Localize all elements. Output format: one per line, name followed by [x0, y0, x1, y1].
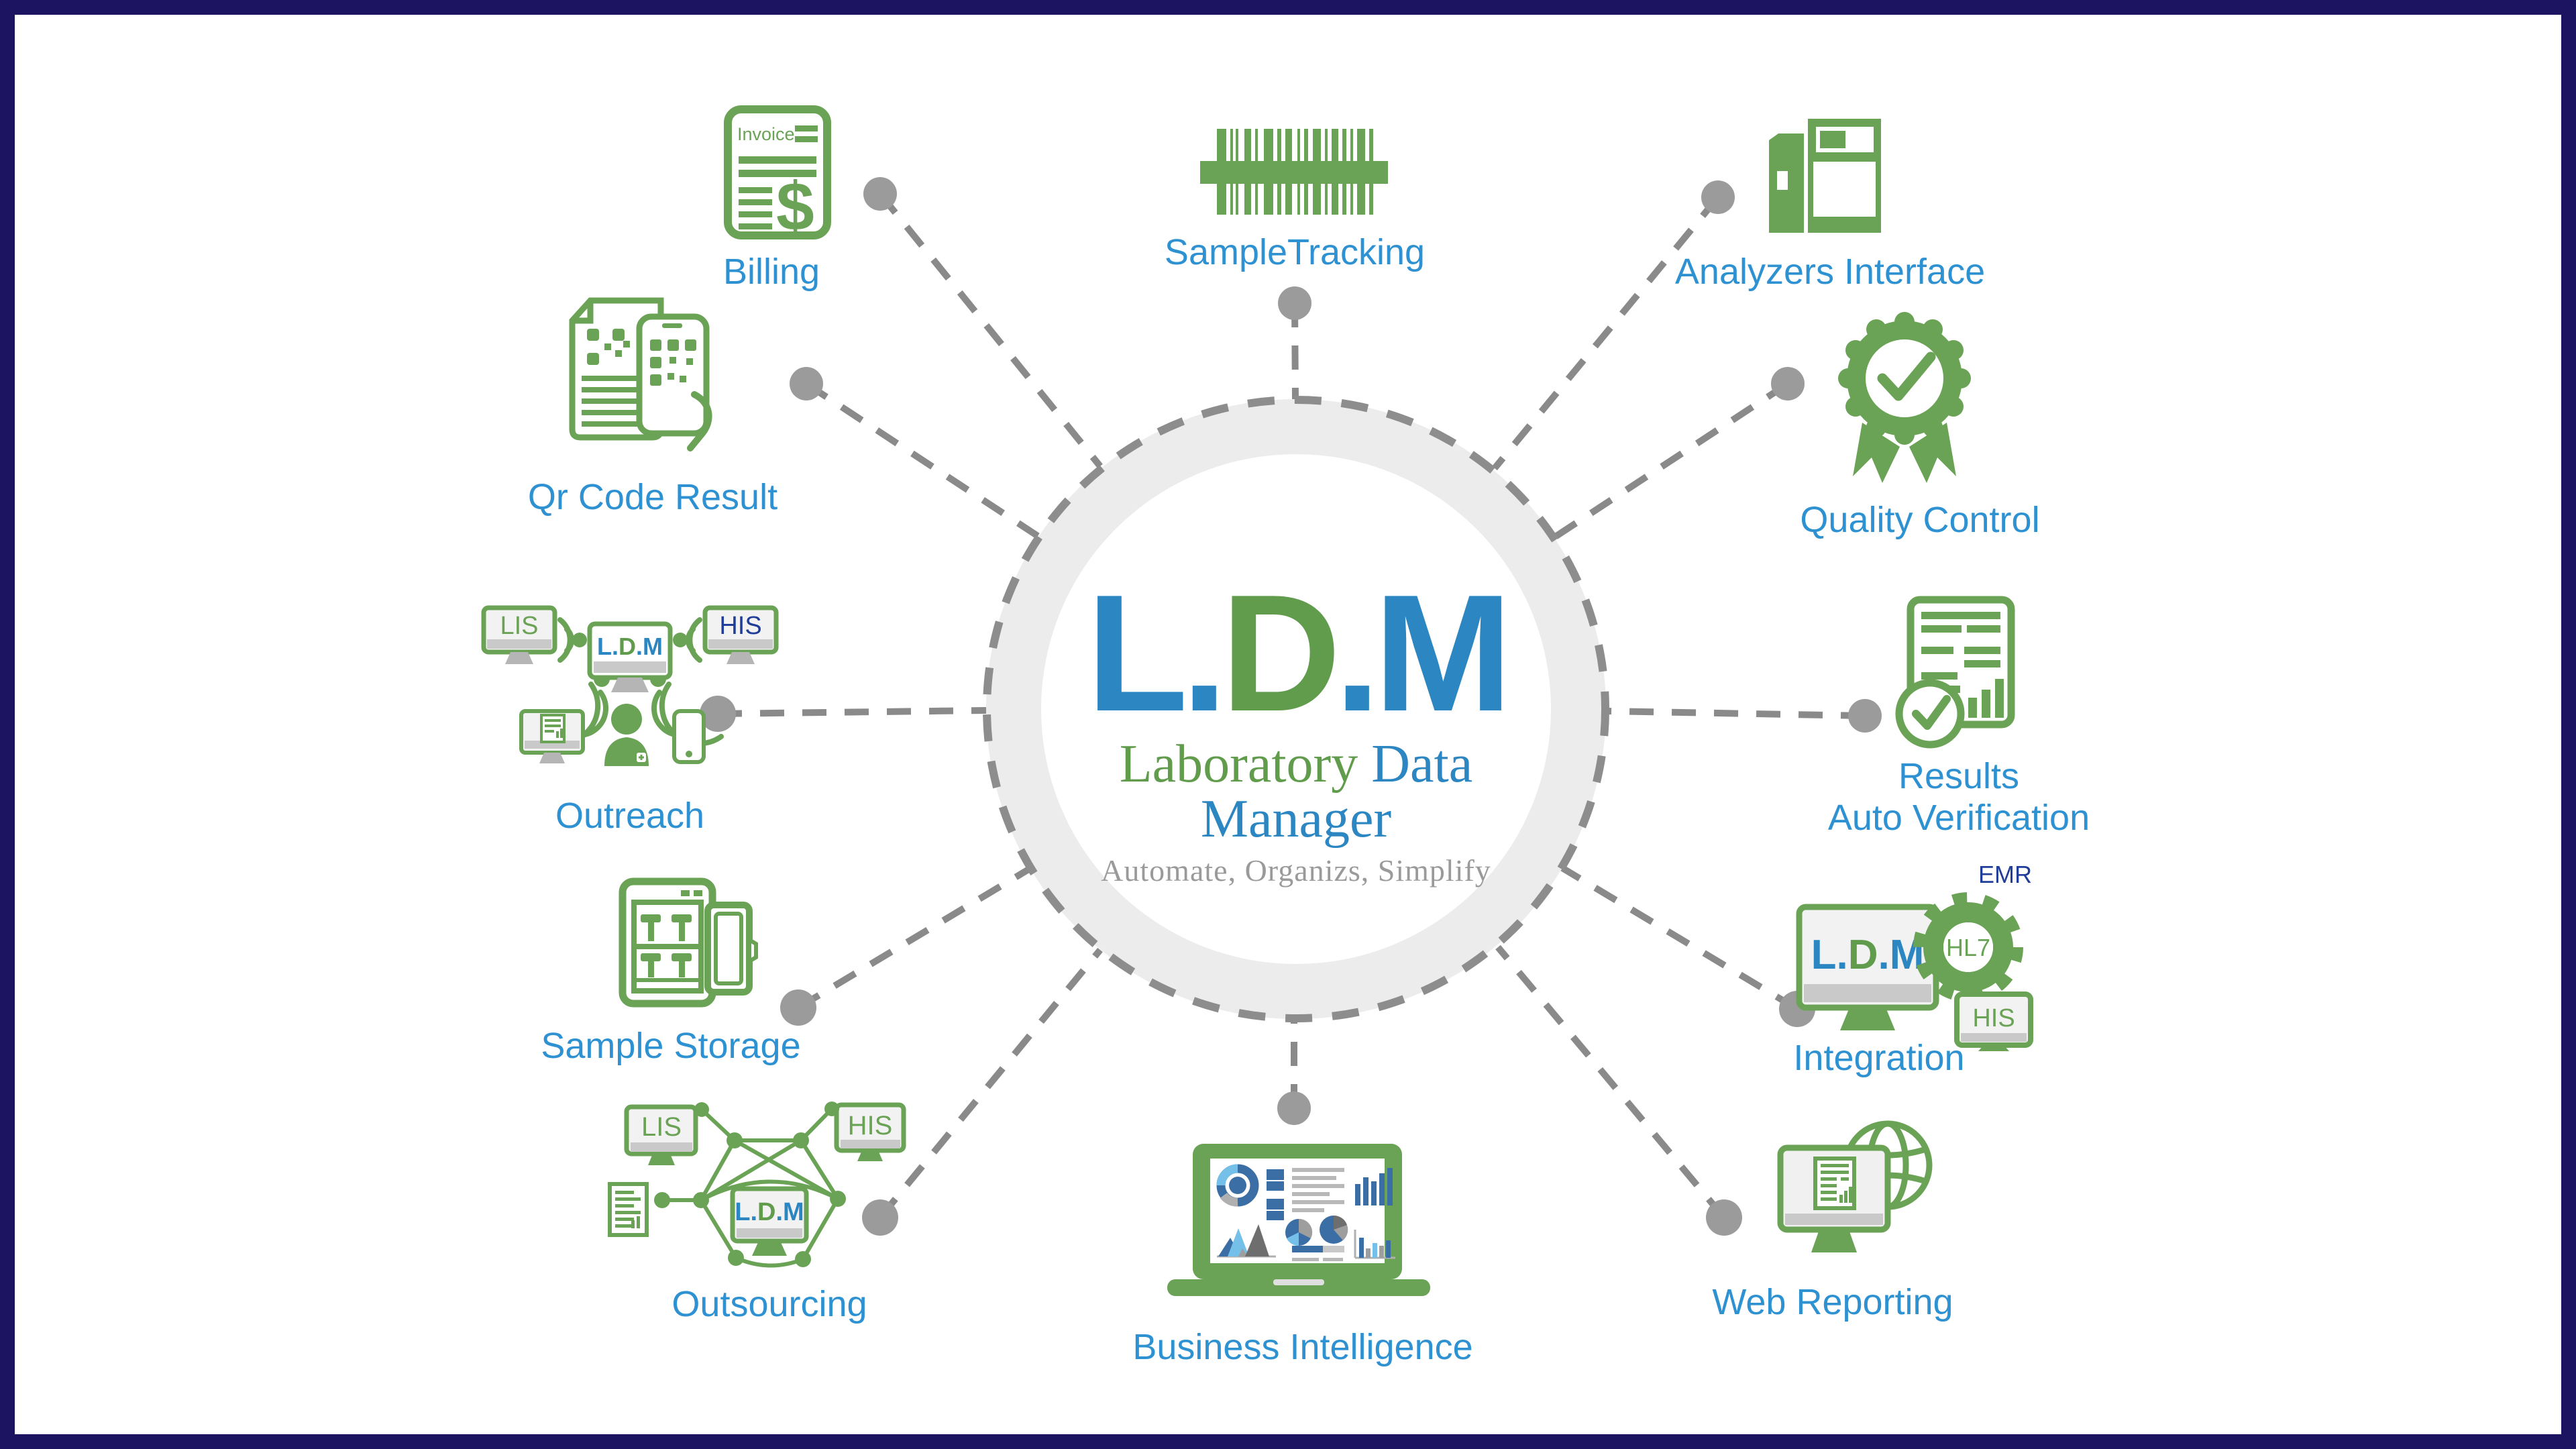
emr-text: EMR: [1978, 861, 2032, 888]
outsourcing-network-icon: LIS HIS L.D.M: [608, 1102, 906, 1268]
label-results: Results Auto Verification: [1758, 755, 2160, 839]
qr-code-icon: [560, 295, 718, 451]
label-sample-storage: Sample Storage: [541, 1026, 801, 1066]
results-bars: [1968, 679, 2004, 718]
sample-storage-icon: [619, 877, 758, 1008]
area-chart: [1217, 1224, 1276, 1258]
mini-ldm-logo: L.D.M: [597, 633, 663, 660]
mini-ldm-logo: L.D.M: [735, 1198, 804, 1226]
hub-logo-block: L.D.M Laboratory Data Manager Automate, …: [1028, 570, 1564, 888]
analyzer-machine-icon: [1764, 119, 1881, 236]
hub-dashed-border: [983, 396, 1609, 1022]
invoice-lines: [739, 125, 818, 229]
lis-text: LIS: [500, 612, 538, 640]
hub-inner-circle: [1041, 454, 1551, 964]
doc-qr-blocks: [587, 329, 630, 365]
quality-badge-icon: [1827, 312, 1982, 484]
connector-dots: [700, 177, 1882, 1236]
brand-title-green: Laboratory: [1119, 735, 1358, 794]
hl7-text: HL7: [1946, 934, 1990, 961]
hand-thumb: [687, 391, 712, 451]
dashboard-text-lines: [1292, 1168, 1344, 1212]
connector-lines: [717, 191, 1866, 1220]
label-billing: Billing: [722, 252, 820, 292]
ribbon-right: [1909, 423, 1956, 483]
label-analyzers-interface: Analyzers Interface: [1674, 252, 1986, 292]
label-qr-code-result: Qr Code Result: [527, 477, 778, 517]
brand-title-blue: Data Manager: [1200, 735, 1473, 849]
doctor-figure: [604, 704, 649, 766]
label-web-reporting: Web Reporting: [1712, 1282, 1953, 1322]
brand-tagline: Automate, Organizs, Simplify: [1101, 853, 1491, 888]
lis-text: LIS: [641, 1112, 682, 1142]
sample-tubes: [641, 914, 692, 977]
label-integration: Integration: [1793, 1038, 1965, 1078]
barcode-icon: [1200, 127, 1388, 216]
billing-icon: Invoice $: [724, 105, 831, 245]
invoice-text: Invoice: [737, 124, 795, 144]
bar-chart-bottom: [1354, 1230, 1395, 1259]
label-results-line1: Results: [1898, 756, 2020, 796]
label-sample-tracking: SampleTracking: [1164, 232, 1426, 272]
mini-ldm-logo: L.D.M: [1811, 932, 1925, 978]
web-reporting-icon: [1777, 1120, 1935, 1264]
label-outreach: Outreach: [555, 796, 705, 836]
logo-part-1: L.: [1086, 559, 1228, 746]
bar-chart-top: [1355, 1168, 1393, 1205]
connector-layer: [700, 177, 1882, 1236]
phone-qr-blocks: [650, 339, 696, 386]
label-business-intelligence: Business Intelligence: [1132, 1327, 1473, 1367]
his-text: HIS: [719, 612, 761, 640]
business-intelligence-icon: [1167, 1144, 1430, 1296]
ldm-logo: L.D.M: [1028, 570, 1564, 736]
barcode-band: [1200, 161, 1388, 184]
ribbon-left: [1853, 423, 1900, 483]
stat-cards: [1267, 1169, 1284, 1220]
hub-ring: [986, 399, 1606, 1019]
report-lines: [615, 1191, 641, 1228]
label-quality-control: Quality Control: [1800, 500, 2040, 540]
mini-report-lines: [545, 719, 563, 738]
doc-lines: [582, 376, 639, 427]
his-text: HIS: [848, 1111, 893, 1140]
label-outsourcing: Outsourcing: [672, 1284, 867, 1324]
brand-title: Laboratory Data Manager: [1028, 737, 1564, 847]
logo-part-3: .M: [1334, 559, 1512, 746]
results-verification-icon: [1892, 596, 2015, 749]
web-report-lines: [1821, 1164, 1852, 1203]
dollar-glyph: $: [776, 168, 814, 245]
network-nodes: [654, 1102, 846, 1267]
outreach-network-icon: LIS HIS L.D.M: [481, 604, 779, 778]
label-results-line2: Auto Verification: [1827, 798, 2090, 838]
his-text: HIS: [1972, 1004, 2015, 1032]
logo-part-2: D: [1220, 559, 1341, 746]
integration-icon: EMR L.D.M HL7 HIS: [1796, 861, 2039, 1051]
